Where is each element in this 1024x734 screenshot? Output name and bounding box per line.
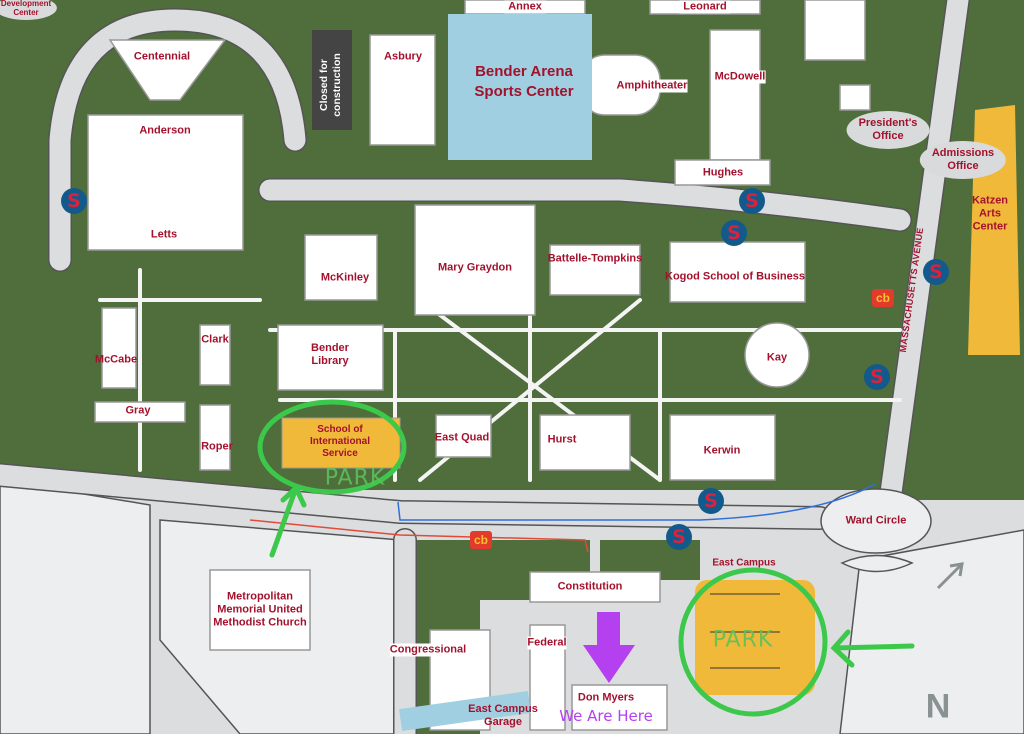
label-presidents-office[interactable]: President's Office [846, 111, 930, 149]
shuttle-stop-icon[interactable]: S [698, 488, 724, 514]
label-ward-circle[interactable]: Ward Circle [845, 514, 907, 527]
shuttle-stop-icon[interactable]: S [721, 220, 747, 246]
ward-circle-shape [820, 488, 932, 554]
label-mcdowell[interactable]: McDowell [714, 70, 766, 84]
label-mccabe[interactable]: McCabe [94, 353, 138, 366]
bikeshare-icon[interactable]: cb [470, 531, 492, 549]
bikeshare-icon[interactable]: cb [872, 289, 894, 307]
label-asbury[interactable]: Asbury [384, 50, 422, 63]
label-federal[interactable]: Federal [527, 636, 567, 650]
shuttle-stop-icon[interactable]: S [864, 364, 890, 390]
label-clark[interactable]: Clark [201, 333, 229, 346]
label-don-myers[interactable]: Don Myers [577, 691, 635, 704]
label-kay[interactable]: Kay [766, 351, 788, 364]
parking-stalls [710, 593, 780, 669]
label-amphitheater[interactable]: Amphitheater [616, 79, 688, 93]
label-closed-construction: Closed for construction [318, 53, 343, 117]
label-mary-graydon[interactable]: Mary Graydon [438, 261, 512, 274]
label-admissions-office[interactable]: Admissions Office [919, 141, 1007, 179]
shuttle-stop-icon[interactable]: S [666, 524, 692, 550]
label-east-campus-garage[interactable]: East Campus Garage [468, 703, 538, 728]
north-arrow-icon [936, 562, 964, 590]
label-sis[interactable]: School of International Service [309, 424, 371, 459]
label-kerwin[interactable]: Kerwin [703, 444, 741, 457]
label-battelle-tompkins[interactable]: Battelle-Tompkins [547, 252, 643, 265]
label-development-center[interactable]: Development Center [0, 0, 58, 20]
label-katzen[interactable]: Katzen Arts Center [971, 194, 1009, 233]
label-east-quad[interactable]: East Quad [434, 431, 490, 444]
label-roper[interactable]: Roper [201, 440, 233, 453]
label-letts[interactable]: Letts [150, 228, 178, 241]
label-bender-arena[interactable]: Bender Arena Sports Center [474, 63, 574, 100]
annotation-we-are-here: We Are Here [559, 707, 653, 725]
label-anderson[interactable]: Anderson [139, 124, 191, 137]
label-kogod[interactable]: Kogod School of Business [665, 270, 805, 283]
label-leonard[interactable]: Leonard [679, 0, 731, 14]
ward-circle-island [840, 554, 914, 573]
east-campus-lot [695, 580, 815, 695]
shuttle-stop-icon[interactable]: S [739, 188, 765, 214]
label-constitution[interactable]: Constitution [557, 580, 623, 593]
north-label: N [925, 687, 951, 726]
annotation-park-east-campus: PARK [712, 627, 774, 653]
label-annex[interactable]: Annex [504, 0, 546, 14]
route-red [249, 519, 589, 553]
annotation-park-sis: PARK [324, 465, 386, 491]
label-hurst[interactable]: Hurst [547, 433, 577, 446]
label-centennial[interactable]: Centennial [133, 50, 191, 63]
route-blue [397, 483, 876, 521]
park-circle-annotations [257, 399, 915, 717]
label-gray[interactable]: Gray [125, 404, 151, 417]
label-congressional[interactable]: Congressional [389, 643, 467, 657]
label-bender-library[interactable]: Bender Library [311, 342, 349, 367]
bender-arena-shape [448, 14, 592, 160]
label-hughes[interactable]: Hughes [702, 166, 744, 179]
shuttle-stop-icon[interactable]: S [923, 259, 949, 285]
label-mckinley[interactable]: McKinley [320, 271, 370, 284]
sis-shape [281, 417, 401, 469]
closed-construction-shape [312, 30, 352, 130]
label-east-campus[interactable]: East Campus [712, 557, 776, 569]
shuttle-stop-icon[interactable]: S [61, 188, 87, 214]
garage-shape [399, 691, 531, 731]
label-methodist-church[interactable]: Metropolitan Memorial United Methodist C… [213, 590, 307, 630]
we-are-here-arrow [583, 612, 635, 683]
